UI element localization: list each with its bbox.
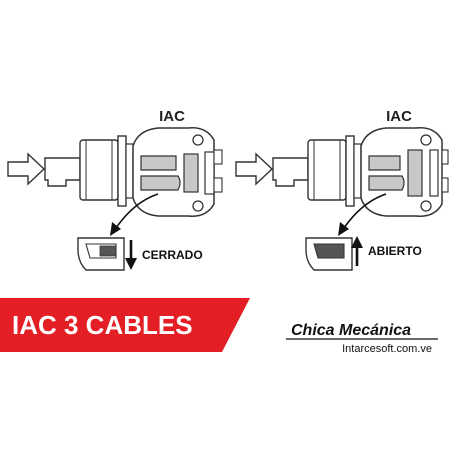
state-label-open: ABIERTO bbox=[368, 244, 422, 258]
iac-valve-right: IAC ABIERTO bbox=[235, 108, 449, 271]
banner-title: IAC 3 CABLES bbox=[12, 310, 193, 340]
connector-left bbox=[44, 157, 81, 187]
air-passage-top-right bbox=[368, 155, 401, 171]
air-inlet-arrow-right bbox=[235, 152, 274, 186]
arrow-up-icon bbox=[351, 236, 363, 266]
motor-flange-left bbox=[117, 135, 127, 207]
connector-right bbox=[272, 157, 309, 187]
pointer-curve-right bbox=[343, 193, 387, 229]
pintle-left bbox=[183, 153, 199, 193]
air-inlet-arrow-left bbox=[7, 152, 46, 186]
air-passage-bottom-left bbox=[140, 175, 181, 191]
bolt-right-bottom bbox=[420, 200, 432, 212]
title-banner bbox=[0, 298, 250, 352]
iac-label-right: IAC bbox=[386, 108, 412, 125]
valve-detail-closed bbox=[77, 237, 125, 271]
pintle-right bbox=[407, 149, 423, 197]
bolt-left-bottom bbox=[192, 200, 204, 212]
motor-flange-right bbox=[345, 135, 355, 207]
brand-site: Intarcesoft.com.ve bbox=[342, 343, 432, 355]
air-passage-top-left bbox=[140, 155, 177, 171]
brand-name: Chica Mecánica bbox=[291, 322, 411, 339]
valve-detail-open bbox=[305, 237, 353, 271]
bolt-right-top bbox=[420, 134, 432, 146]
air-passage-bottom-right bbox=[368, 175, 405, 191]
brand-block: Chica Mecánica Intarcesoft.com.ve bbox=[286, 322, 438, 355]
state-label-closed: CERRADO bbox=[142, 248, 203, 262]
arrow-down-icon bbox=[125, 240, 137, 270]
bolt-left-top bbox=[192, 134, 204, 146]
iac-label-left: IAC bbox=[159, 108, 185, 125]
iac-valve-left: IAC bbox=[7, 108, 223, 271]
pointer-curve-left bbox=[115, 193, 159, 229]
valve-housing-left bbox=[132, 127, 215, 217]
